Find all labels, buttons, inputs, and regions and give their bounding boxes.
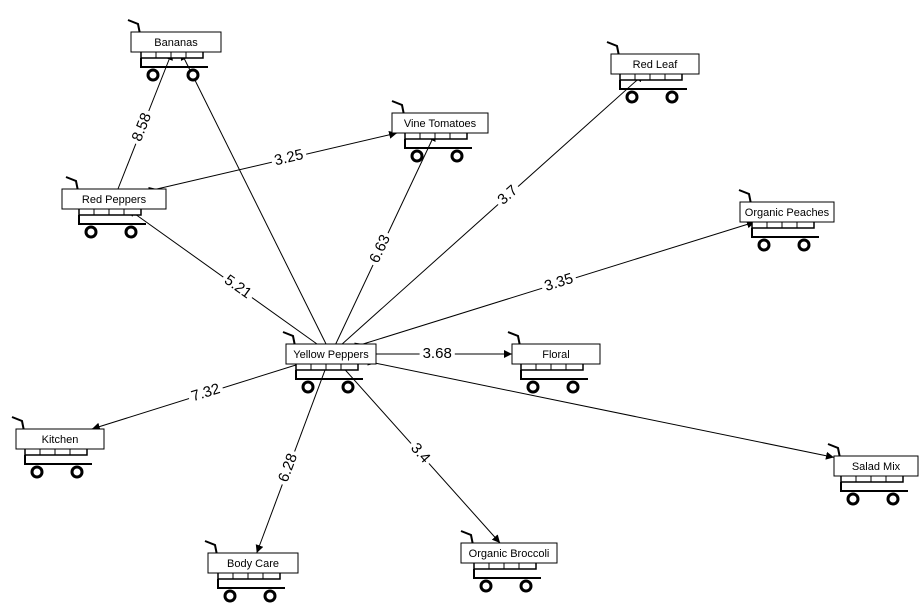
node-label-box [739, 201, 835, 223]
node-label: Bananas [154, 37, 198, 49]
node-label: Body Care [227, 558, 279, 570]
edge-label-background [218, 268, 258, 305]
node-red-peppers[interactable]: Red Peppers [61, 175, 167, 239]
edge-label-background [404, 436, 437, 470]
node-bananas[interactable]: Bananas [126, 18, 222, 82]
edge-yellow-peppers-to-salad-mix [367, 357, 835, 460]
node-label: Salad Mix [852, 461, 901, 473]
node-organic-peaches[interactable]: Organic Peaches [737, 188, 835, 252]
edge-label-background [269, 144, 309, 171]
edge-label-background [126, 107, 158, 148]
node-salad-mix[interactable]: Salad Mix [826, 442, 919, 506]
edge-label-yellow-peppers-to-floral: 3.68 [423, 345, 452, 362]
edge-label-yellow-peppers-to-organic-peaches: 3.35 [542, 270, 575, 295]
node-red-leaf[interactable]: Red Leaf [605, 40, 700, 104]
node-label: Floral [542, 349, 570, 361]
edge-label-background [419, 343, 455, 363]
node-body-care[interactable]: Body Care [203, 539, 299, 603]
node-label: Organic Peaches [745, 207, 830, 219]
node-label: Vine Tomatoes [404, 118, 477, 130]
edge-label-background [186, 378, 226, 408]
node-label-box [15, 428, 105, 450]
node-label: Kitchen [42, 434, 79, 446]
edge-label-background [272, 447, 304, 488]
node-label-box [391, 112, 489, 134]
node-label-box [61, 188, 167, 210]
node-label: Red Peppers [82, 194, 147, 206]
node-label-box [130, 31, 222, 53]
node-kitchen[interactable]: Kitchen [10, 415, 105, 479]
node-yellow-peppers[interactable]: Yellow Peppers [281, 330, 377, 394]
node-label: Yellow Peppers [293, 349, 369, 361]
edge-label-background [363, 228, 397, 269]
edge-label-background [491, 179, 525, 212]
node-floral[interactable]: Floral [506, 330, 601, 394]
node-label-box [460, 542, 558, 564]
node-label-box [610, 53, 700, 75]
edge-label-background [539, 268, 579, 297]
edge-label-red-peppers-to-vine-tomatoes: 3.25 [273, 146, 305, 169]
edge-yellow-peppers-to-red-peppers [127, 208, 326, 352]
edge-label-yellow-peppers-to-kitchen: 7.32 [189, 380, 222, 405]
node-label-box [833, 455, 919, 477]
node-organic-broccoli[interactable]: Organic Broccoli [459, 529, 558, 593]
node-label-box [511, 343, 601, 365]
node-vine-tomatoes[interactable]: Vine Tomatoes [390, 99, 489, 163]
node-label: Red Leaf [633, 59, 679, 71]
node-label-box [207, 552, 299, 574]
edge-yellow-peppers-to-bananas [180, 51, 334, 353]
node-label: Organic Broccoli [469, 548, 550, 560]
node-label-box [285, 343, 377, 365]
